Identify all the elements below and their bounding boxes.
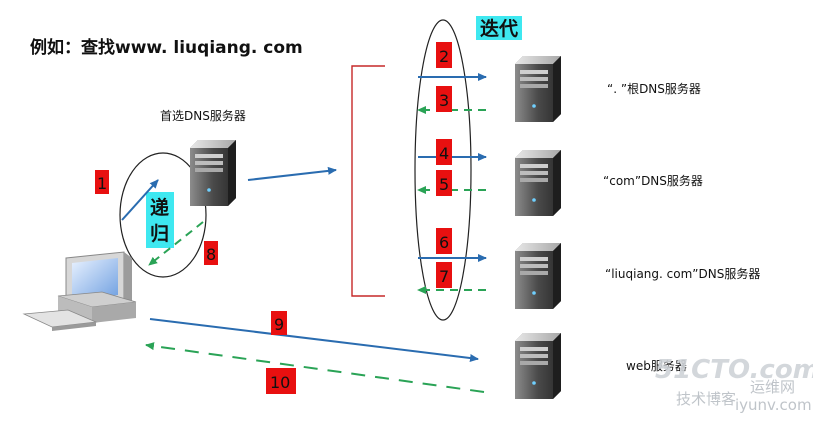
- step-number-3: 3: [439, 91, 449, 110]
- step-box-8: [204, 241, 218, 265]
- iteration-ellipse: [414, 19, 472, 321]
- step-number-6: 6: [439, 233, 449, 252]
- arrow-step-9: [149, 318, 479, 363]
- step-number-8: 8: [206, 245, 216, 264]
- step-box-5: [436, 170, 452, 196]
- root-dns-label: “. ”根DNS服务器: [607, 81, 701, 96]
- step-box-3: [436, 86, 452, 112]
- step-number-1: 1: [97, 174, 107, 193]
- step-number-5: 5: [439, 175, 449, 194]
- recursion-label-bottom: 归: [150, 222, 169, 245]
- web-server-label: web服务器: [626, 358, 687, 373]
- step-number-7: 7: [439, 267, 449, 286]
- watermark-brand: 51CTO.com: [655, 355, 813, 385]
- root-dns-server-icon: [515, 56, 561, 122]
- arrow-to-iteration: [247, 166, 337, 181]
- watermark-sub2: 运维网: [750, 378, 795, 396]
- step-number-2: 2: [439, 47, 449, 66]
- page-title: 例如：查找www. liuqiang. com: [30, 37, 303, 58]
- client-computer-icon: [22, 251, 137, 331]
- step-box-9: [271, 311, 287, 335]
- recursion-ellipse: [119, 152, 207, 278]
- web-server-icon: [515, 333, 561, 399]
- recursion-label-top: 递: [150, 196, 169, 219]
- step-box-10: [266, 368, 296, 394]
- liuqiang-dns-server-icon: [515, 243, 561, 309]
- arrow-step-8: [148, 221, 204, 266]
- arrow-step-10: [145, 342, 485, 393]
- com-dns-server-icon: [515, 150, 561, 216]
- preferred-dns-label: 首选DNS服务器: [160, 108, 246, 123]
- step-number-10: 10: [270, 373, 290, 392]
- step-number-4: 4: [439, 144, 449, 163]
- step-number-9: 9: [274, 315, 284, 334]
- watermark-sub1: 技术博客: [676, 390, 736, 408]
- step-box-4: [436, 139, 452, 165]
- bracket: [351, 65, 385, 297]
- iteration-label: 迭代: [480, 18, 518, 40]
- liuqiang-dns-label: “liuqiang. com”DNS服务器: [605, 266, 760, 281]
- watermark-site: iyunv.com: [735, 396, 812, 414]
- arrow-step-1: [121, 179, 159, 221]
- step-box-2: [436, 42, 452, 68]
- step-box-6: [436, 228, 452, 254]
- preferred-dns-server-icon: [190, 140, 236, 206]
- watermark-logo: 51CTO.com 技术博客 运维网 iyunv.com: [655, 355, 813, 414]
- com-dns-label: “com”DNS服务器: [603, 173, 703, 188]
- iteration-highlight: [476, 16, 522, 40]
- step-box-7: [436, 262, 452, 288]
- step-box-1: [95, 170, 109, 194]
- recursion-highlight: [146, 192, 174, 248]
